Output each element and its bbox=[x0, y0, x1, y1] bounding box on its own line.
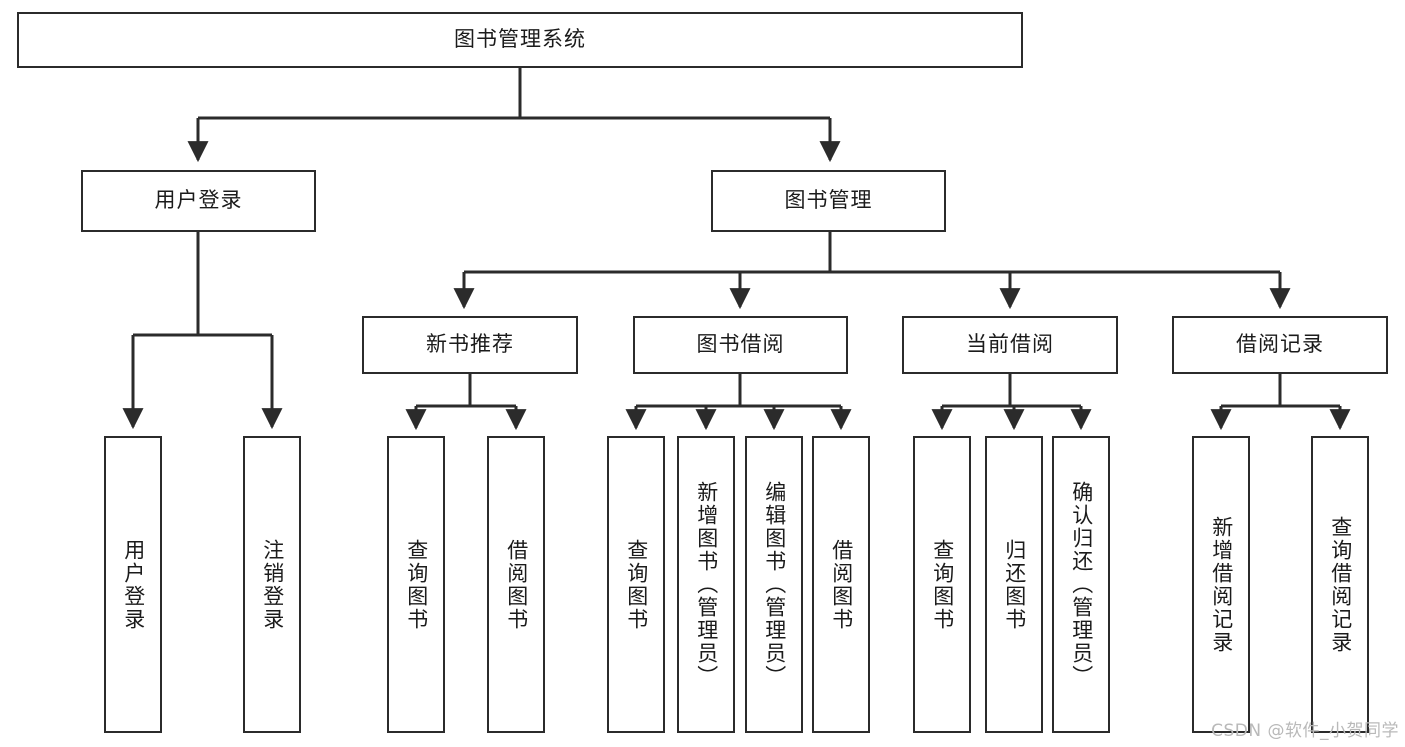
node-leaf-edit-book[interactable]: 编辑图书（管理员） bbox=[745, 436, 803, 733]
node-leaf-query-book-1[interactable]: 查询图书 bbox=[387, 436, 445, 733]
node-leaf-return-book[interactable]: 归还图书 bbox=[985, 436, 1043, 733]
node-leaf-query-book-3-label: 查询图书 bbox=[930, 538, 955, 631]
node-leaf-query-record[interactable]: 查询借阅记录 bbox=[1311, 436, 1369, 733]
node-leaf-user-login-label: 用户登录 bbox=[121, 538, 146, 631]
node-leaf-add-record[interactable]: 新增借阅记录 bbox=[1192, 436, 1250, 733]
node-leaf-borrow-book-1[interactable]: 借阅图书 bbox=[487, 436, 545, 733]
node-leaf-add-record-label: 新增借阅记录 bbox=[1209, 515, 1234, 654]
node-leaf-query-record-label: 查询借阅记录 bbox=[1328, 515, 1353, 654]
node-user-login-label: 用户登录 bbox=[154, 188, 243, 213]
node-user-login[interactable]: 用户登录 bbox=[81, 170, 316, 232]
node-leaf-query-book-1-label: 查询图书 bbox=[404, 538, 429, 631]
node-leaf-query-book-2-label: 查询图书 bbox=[624, 538, 649, 631]
node-book-borrow[interactable]: 图书借阅 bbox=[633, 316, 848, 374]
node-leaf-user-login[interactable]: 用户登录 bbox=[104, 436, 162, 733]
node-leaf-logout-label: 注销登录 bbox=[260, 538, 285, 631]
watermark: CSDN @软件_小贺同学 bbox=[1211, 721, 1399, 741]
node-leaf-edit-book-label: 编辑图书（管理员） bbox=[762, 481, 787, 688]
node-leaf-logout[interactable]: 注销登录 bbox=[243, 436, 301, 733]
node-book-borrow-label: 图书借阅 bbox=[696, 332, 785, 357]
node-leaf-add-book-label: 新增图书（管理员） bbox=[694, 481, 719, 688]
node-leaf-add-book[interactable]: 新增图书（管理员） bbox=[677, 436, 735, 733]
node-borrow-record-label: 借阅记录 bbox=[1236, 332, 1324, 357]
node-new-book-recommend[interactable]: 新书推荐 bbox=[362, 316, 578, 374]
node-leaf-borrow-book-2[interactable]: 借阅图书 bbox=[812, 436, 870, 733]
node-current-borrow-label: 当前借阅 bbox=[966, 332, 1054, 357]
node-leaf-borrow-book-1-label: 借阅图书 bbox=[504, 538, 529, 631]
node-root-label: 图书管理系统 bbox=[454, 27, 586, 52]
node-leaf-borrow-book-2-label: 借阅图书 bbox=[829, 538, 854, 631]
node-leaf-confirm-return-label: 确认归还（管理员） bbox=[1069, 481, 1094, 688]
node-leaf-query-book-3[interactable]: 查询图书 bbox=[913, 436, 971, 733]
node-book-manage-label: 图书管理 bbox=[784, 188, 873, 213]
node-leaf-query-book-2[interactable]: 查询图书 bbox=[607, 436, 665, 733]
node-new-book-recommend-label: 新书推荐 bbox=[426, 332, 514, 357]
node-current-borrow[interactable]: 当前借阅 bbox=[902, 316, 1118, 374]
node-leaf-confirm-return[interactable]: 确认归还（管理员） bbox=[1052, 436, 1110, 733]
node-book-manage[interactable]: 图书管理 bbox=[711, 170, 946, 232]
node-borrow-record[interactable]: 借阅记录 bbox=[1172, 316, 1388, 374]
node-leaf-return-book-label: 归还图书 bbox=[1002, 538, 1027, 631]
node-root[interactable]: 图书管理系统 bbox=[17, 12, 1023, 68]
